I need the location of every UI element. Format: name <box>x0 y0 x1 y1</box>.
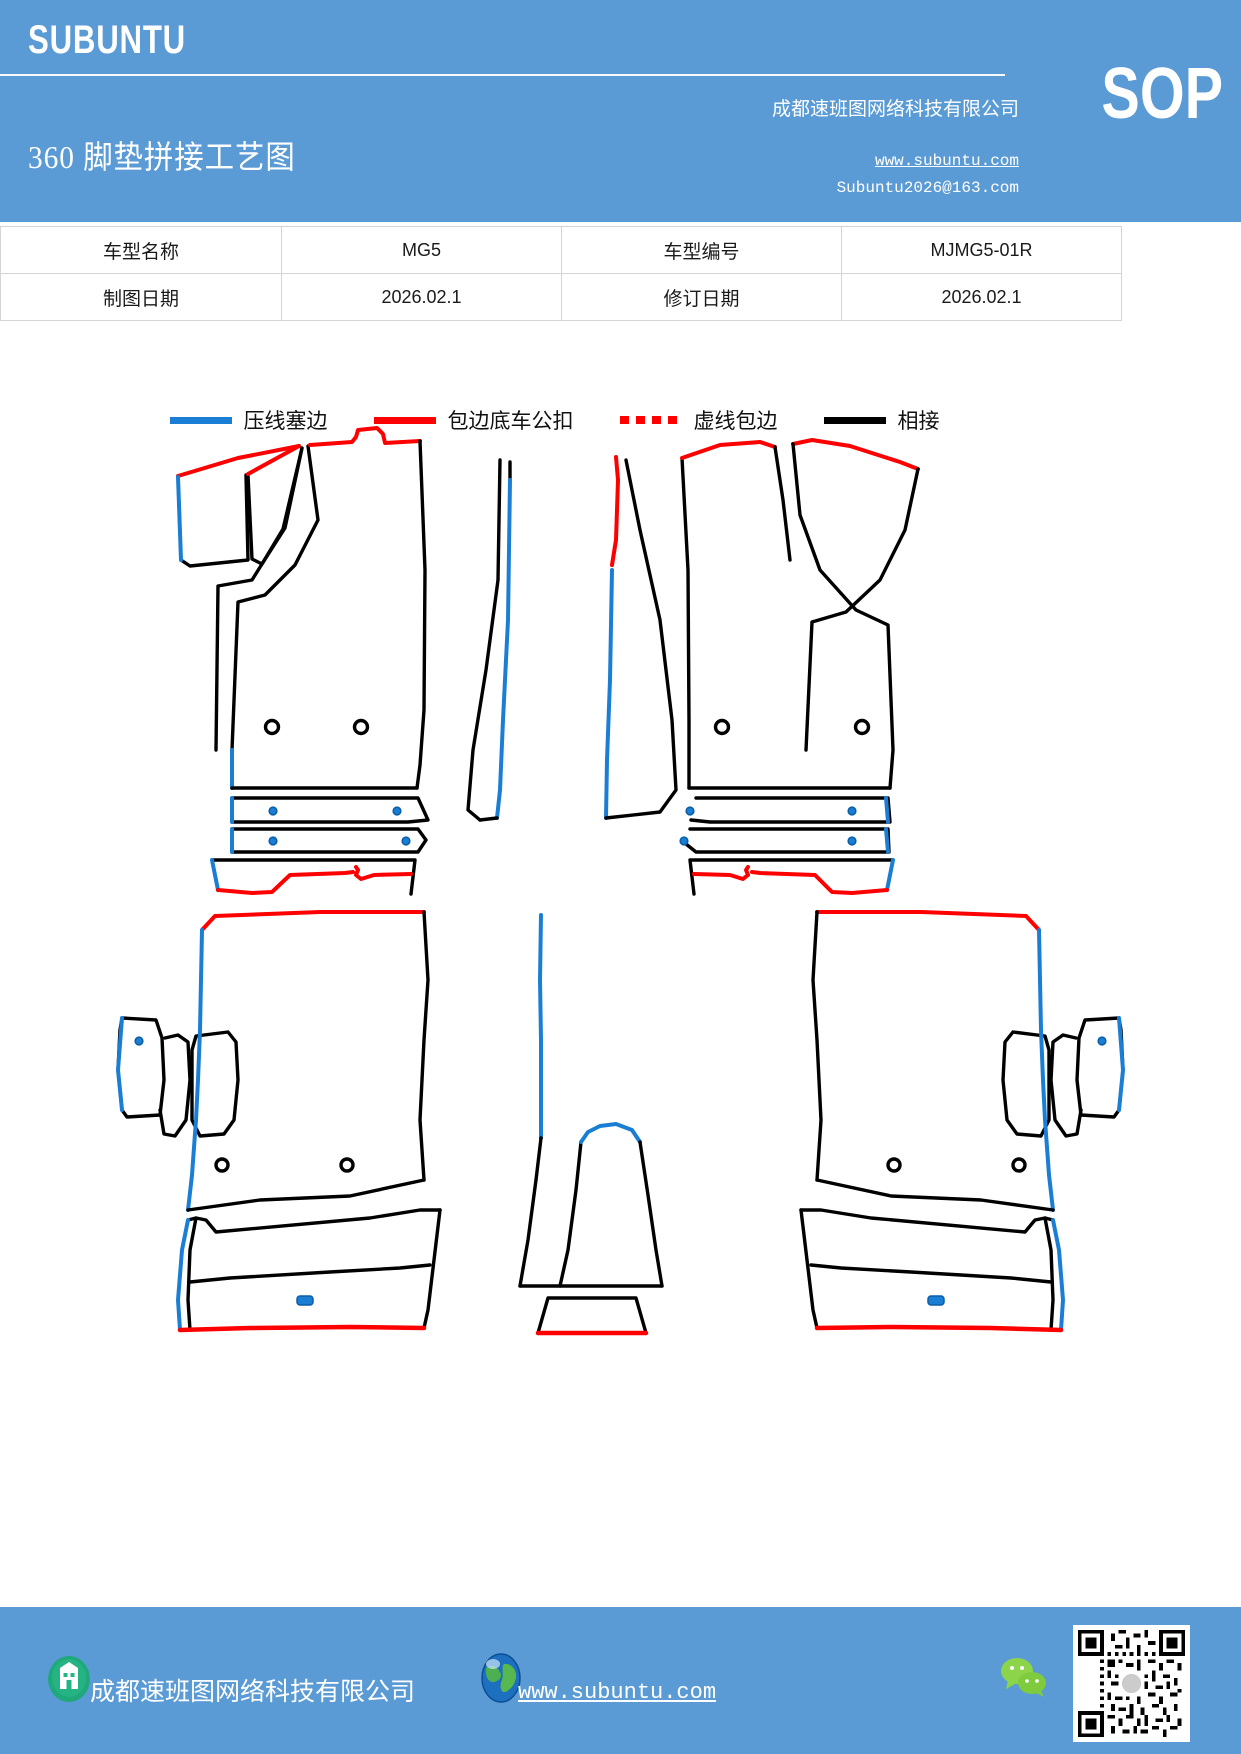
front-left-mat <box>176 426 512 896</box>
legend-label: 包边底车公扣 <box>447 409 574 433</box>
label-vehicle-code: 车型编号 <box>561 226 842 274</box>
legend-item-press-edge: 压线塞边 <box>169 405 328 435</box>
legend-item-dashed-binding: 虚线包边 <box>619 405 778 435</box>
center-tunnel-mat <box>518 913 664 1336</box>
table-row: 制图日期 2026.02.1 修订日期 2026.02.1 <box>0 273 1122 321</box>
legend-label: 压线塞边 <box>243 409 328 433</box>
legend: 压线塞边 包边底车公扣 虚线包边 相接 <box>0 398 1109 442</box>
page-title: 360 脚垫拼接工艺图 <box>28 139 296 175</box>
label-vehicle-name: 车型名称 <box>0 226 282 274</box>
line-swatch-blue-icon <box>169 416 232 424</box>
value-draw-date: 2026.02.1 <box>281 273 562 321</box>
value-vehicle-code: MJMG5-01R <box>841 226 1122 274</box>
header-email: Subuntu2026@163.com <box>836 179 1019 197</box>
qr-code <box>1073 1625 1190 1742</box>
mat-pattern-svg <box>116 426 1125 1336</box>
header-website-link[interactable]: www.subuntu.com <box>874 152 1019 170</box>
footer-website-link[interactable]: www.subuntu.com <box>518 1680 717 1705</box>
header-divider <box>0 74 1005 76</box>
header-company-name: 成都速班图网络科技有限公司 <box>771 99 1019 120</box>
globe-icon <box>481 1653 521 1703</box>
line-swatch-red-icon <box>373 416 436 424</box>
line-swatch-dotted-red-icon <box>619 416 682 424</box>
front-right-mat <box>604 438 920 896</box>
rear-right-mat <box>799 910 1125 1333</box>
building-icon <box>48 1656 90 1702</box>
value-vehicle-name: MG5 <box>281 226 562 274</box>
doc-type-badge-sop: SOP <box>1101 54 1223 134</box>
qr-code-image <box>1078 1630 1185 1737</box>
wechat-icon <box>1001 1658 1046 1697</box>
brand-logo-subuntu: SUBUNTU <box>28 18 186 62</box>
table-row: 车型名称 MG5 车型编号 MJMG5-01R <box>0 226 1122 274</box>
legend-label: 相接 <box>897 409 940 433</box>
legend-label: 虚线包边 <box>693 409 778 433</box>
line-swatch-black-icon <box>823 416 886 424</box>
value-revision-date: 2026.02.1 <box>841 273 1122 321</box>
mat-layout-drawing <box>0 420 1241 1420</box>
legend-item-join: 相接 <box>823 405 940 435</box>
footer-company-name: 成都速班图网络科技有限公司 <box>90 1679 416 1706</box>
rear-left-mat <box>116 910 442 1333</box>
label-draw-date: 制图日期 <box>0 273 282 321</box>
vehicle-info-table: 车型名称 MG5 车型编号 MJMG5-01R 制图日期 2026.02.1 修… <box>0 226 1122 321</box>
page-header: SUBUNTU 360 脚垫拼接工艺图 SOP 成都速班图网络科技有限公司 ww… <box>0 0 1241 222</box>
legend-item-binding-male-buckle: 包边底车公扣 <box>373 405 574 435</box>
label-revision-date: 修订日期 <box>561 273 842 321</box>
